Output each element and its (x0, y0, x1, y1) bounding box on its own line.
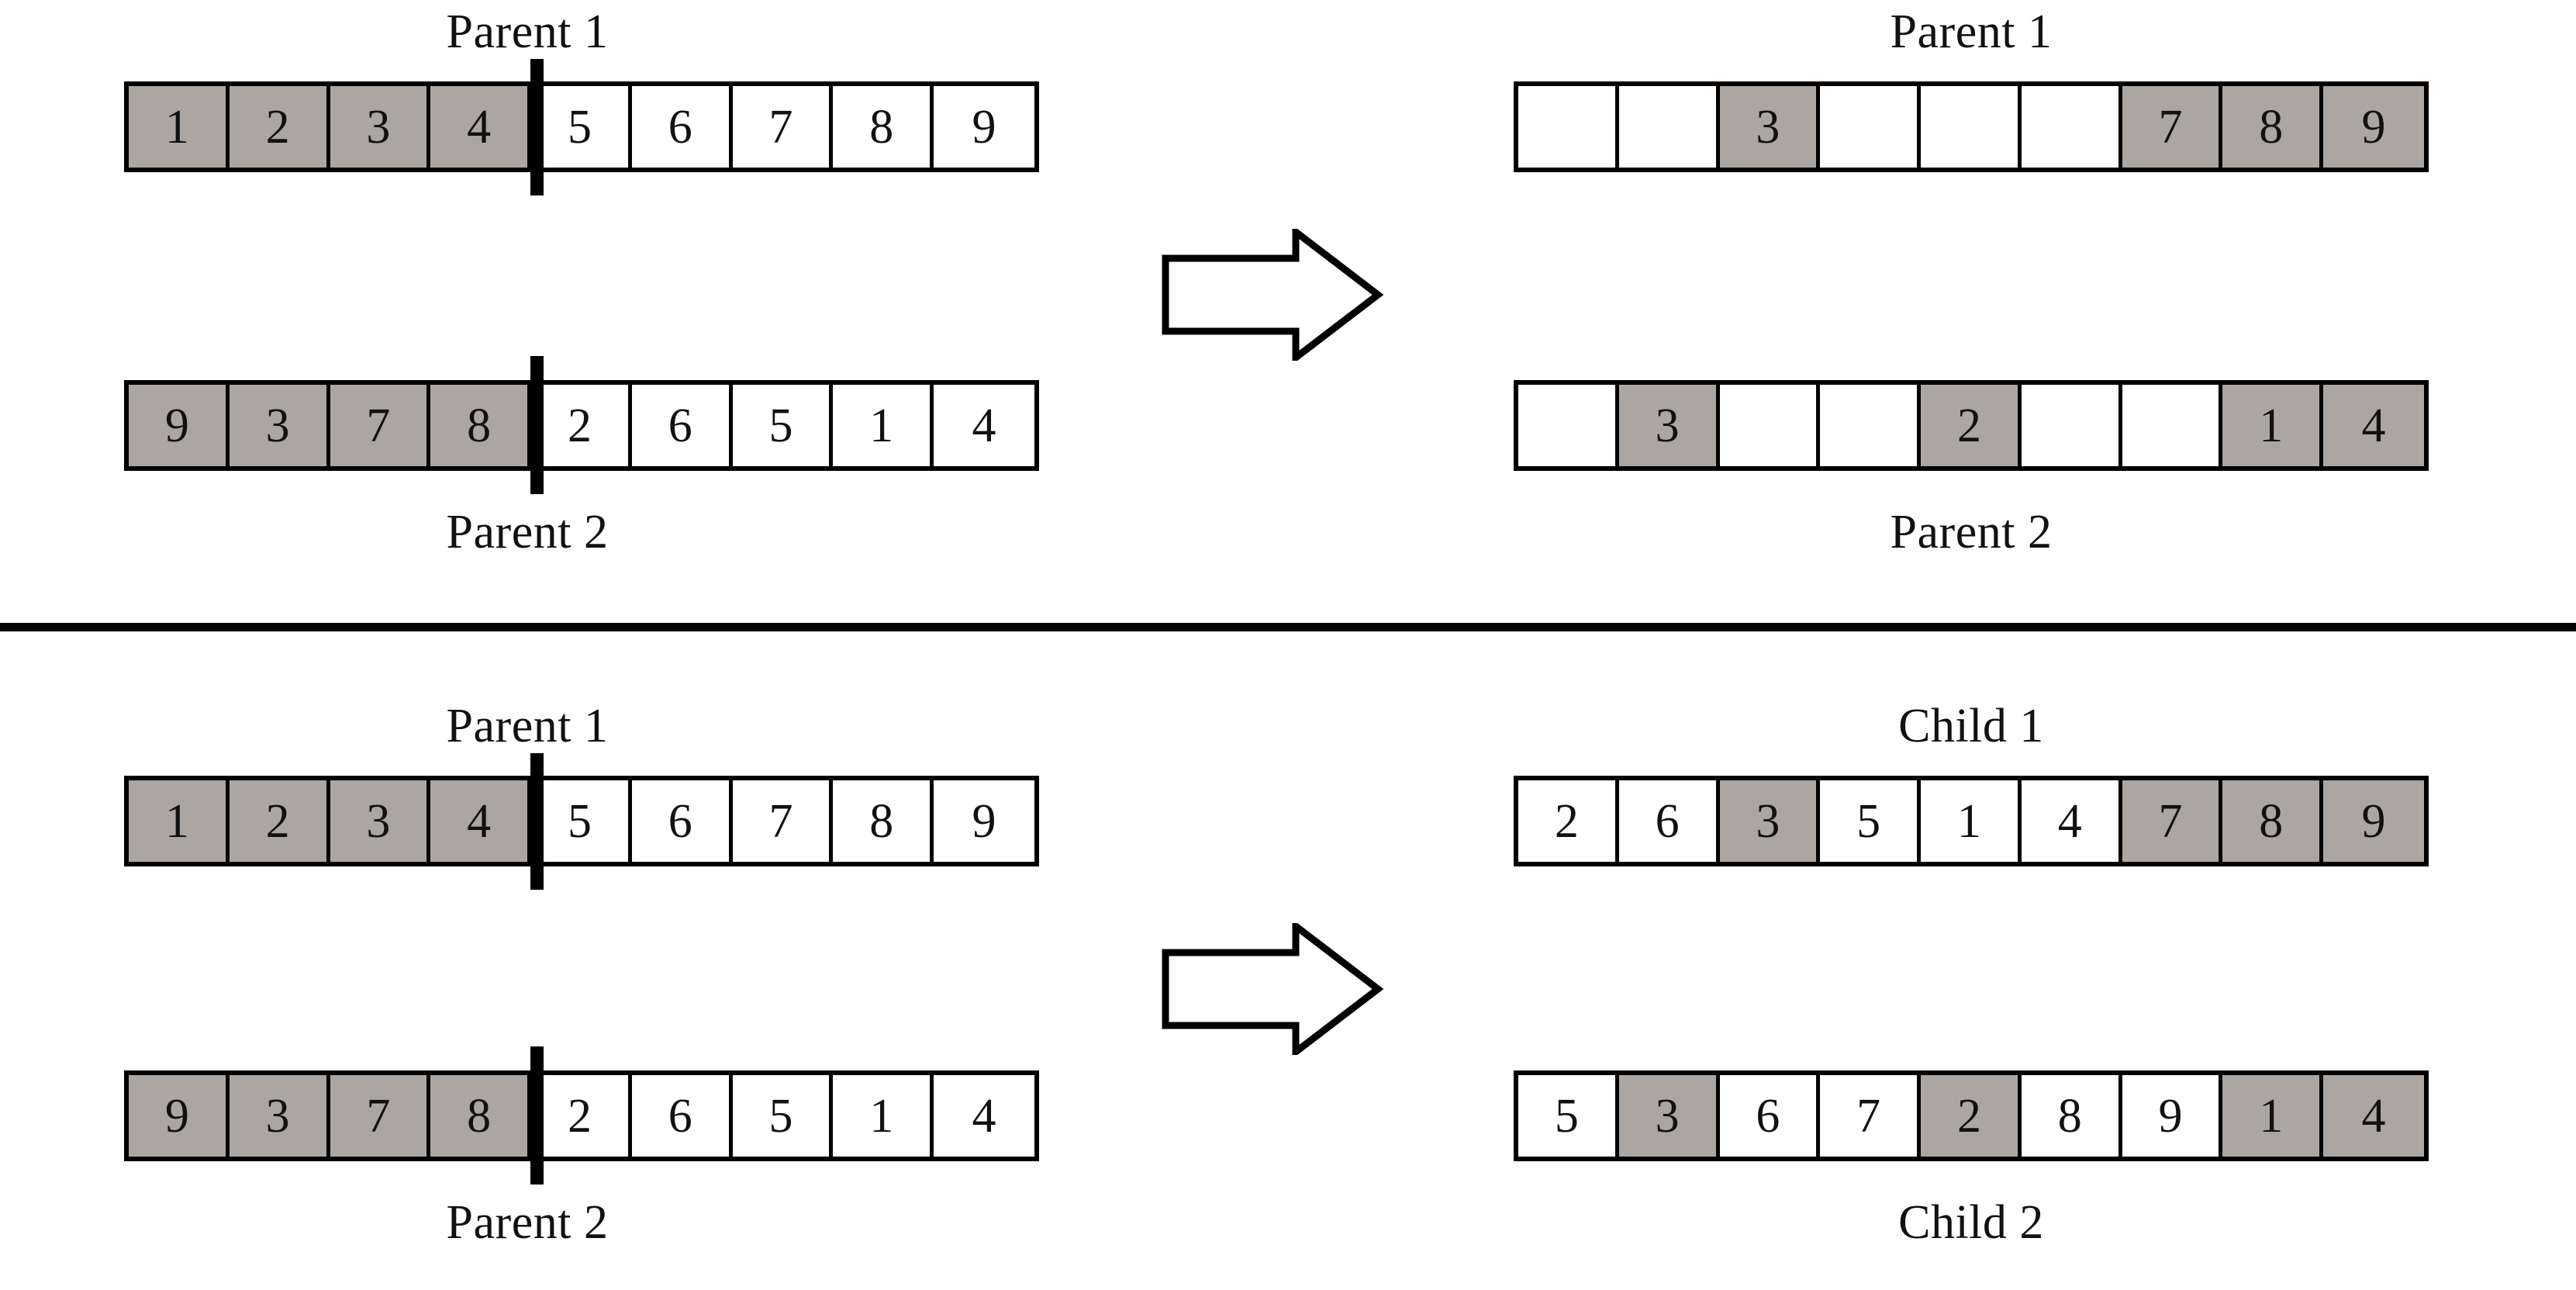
top-left-parent1-label: Parent 1 (446, 5, 609, 58)
top-right-parent2-cell-6 (2021, 385, 2122, 466)
crossover-cut-line-bottom-left-parent1 (530, 753, 544, 890)
top-left-parent2-cell-4: 8 (430, 385, 532, 466)
bottom-left-parent1-cell-9: 9 (934, 780, 1034, 862)
bottom-right-child1-cell-4: 5 (1820, 780, 1922, 862)
right-block-arrow-icon-bottom (1159, 918, 1384, 1060)
bottom-right-child1-cell-7: 7 (2122, 780, 2223, 862)
top-left-parent1-cell-6: 6 (631, 86, 733, 168)
bottom-left-parent2-cell-1: 9 (129, 1075, 230, 1157)
top-left-parent2-cell-9: 4 (934, 385, 1034, 466)
top-left-parent2-cell-6: 6 (631, 385, 733, 466)
right-block-arrow-icon-top (1159, 224, 1384, 365)
top-right-parent1-cell-7: 7 (2122, 86, 2223, 168)
bottom-right-child1-cell-9: 9 (2323, 780, 2424, 862)
bottom-left-parent1-label: Parent 1 (446, 700, 609, 752)
bottom-left-parent2-cell-6: 6 (631, 1075, 733, 1157)
bottom-right-child2-cell-9: 4 (2323, 1075, 2424, 1157)
crossover-cut-line-bottom-left-parent2 (530, 1046, 544, 1185)
top-left-parent1-cell-4: 4 (430, 86, 532, 168)
top-right-parent2-cell-2: 3 (1618, 385, 1720, 466)
bottom-right-child2-cell-4: 7 (1820, 1075, 1922, 1157)
top-left-parent1-cell-5: 5 (531, 86, 632, 168)
top-left-parent1-cell-9: 9 (934, 86, 1034, 168)
top-right-parent2-cell-8: 1 (2222, 385, 2324, 466)
top-right-parent1-cell-3: 3 (1719, 86, 1821, 168)
top-left-parent2-cell-5: 2 (531, 385, 632, 466)
top-right-parent1-cell-9: 9 (2323, 86, 2424, 168)
bottom-left-parent2-cell-7: 5 (732, 1075, 834, 1157)
bottom-left-parent2-cell-3: 7 (330, 1075, 431, 1157)
bottom-left-parent2-cell-2: 3 (229, 1075, 330, 1157)
crossover-cut-line-top-left-parent2 (530, 356, 544, 494)
section-divider (0, 623, 2576, 631)
top-right-parent2-cell-7 (2122, 385, 2223, 466)
bottom-right-child1-cell-5: 1 (1921, 780, 2022, 862)
bottom-left-parent1-cell-3: 3 (330, 780, 431, 862)
bottom-left-parent2-label: Parent 2 (446, 1196, 609, 1249)
bottom-right-child2-cell-8: 1 (2222, 1075, 2324, 1157)
bottom-right-child1-cell-6: 4 (2021, 780, 2122, 862)
top-left-parent2-cell-2: 3 (229, 385, 330, 466)
bottom-right-child2-cell-5: 2 (1921, 1075, 2022, 1157)
bottom-left-parent1-cell-4: 4 (430, 780, 532, 862)
top-right-parent2-cell-1 (1518, 385, 1619, 466)
bottom-right-child2-cell-2: 3 (1618, 1075, 1720, 1157)
bottom-left-parent2-cell-9: 4 (934, 1075, 1034, 1157)
top-right-parent1-label: Parent 1 (1890, 5, 2053, 58)
top-left-parent1-cell-2: 2 (229, 86, 330, 168)
crossover-cut-line-top-left-parent1 (530, 59, 544, 195)
top-right-parent2-label: Parent 2 (1890, 506, 2053, 559)
top-left-parent1-cell-1: 1 (129, 86, 230, 168)
top-right-parent2-cell-3 (1719, 385, 1821, 466)
bottom-left-parent1-cell-1: 1 (129, 780, 230, 862)
bottom-right-child2-cell-6: 8 (2021, 1075, 2122, 1157)
bottom-left-parent1-cell-5: 5 (531, 780, 632, 862)
top-left-parent2-cell-7: 5 (732, 385, 834, 466)
top-right-parent2-cell-9: 4 (2323, 385, 2424, 466)
bottom-right-child1-cell-2: 6 (1618, 780, 1720, 862)
top-left-parent2-cell-3: 7 (330, 385, 431, 466)
top-right-parent1-cell-8: 8 (2222, 86, 2324, 168)
bottom-left-parent1-cell-2: 2 (229, 780, 330, 862)
bottom-left-parent2-cell-8: 1 (833, 1075, 934, 1157)
bottom-left-parent2-cell-4: 8 (430, 1075, 532, 1157)
top-left-parent2-cell-8: 1 (833, 385, 934, 466)
bottom-left-parent2-cell-5: 2 (531, 1075, 632, 1157)
top-right-parent1-cell-6 (2021, 86, 2122, 168)
bottom-right-child1-cell-1: 2 (1518, 780, 1619, 862)
top-right-parent2-cell-5: 2 (1921, 385, 2022, 466)
top-right-parent2-cell-4 (1820, 385, 1922, 466)
top-left-parent1-cell-7: 7 (732, 86, 834, 168)
top-left-parent2-label: Parent 2 (446, 506, 609, 559)
bottom-left-parent1-cell-8: 8 (833, 780, 934, 862)
bottom-left-parent1-cell-7: 7 (732, 780, 834, 862)
top-right-parent1-cell-5 (1921, 86, 2022, 168)
top-right-parent1-cell-2 (1618, 86, 1720, 168)
top-left-parent2-cell-1: 9 (129, 385, 230, 466)
top-left-parent1-cell-3: 3 (330, 86, 431, 168)
bottom-right-child2-label: Child 2 (1898, 1196, 2044, 1249)
bottom-right-child1-label: Child 1 (1898, 700, 2044, 752)
bottom-right-child1-cell-3: 3 (1719, 780, 1821, 862)
bottom-right-child2-cell-7: 9 (2122, 1075, 2223, 1157)
bottom-left-parent1-cell-6: 6 (631, 780, 733, 862)
top-right-parent1-cell-1 (1518, 86, 1619, 168)
bottom-right-child1-cell-8: 8 (2222, 780, 2324, 862)
top-right-parent1-cell-4 (1820, 86, 1922, 168)
bottom-right-child2-cell-1: 5 (1518, 1075, 1619, 1157)
bottom-right-child2-cell-3: 6 (1719, 1075, 1821, 1157)
top-left-parent1-cell-8: 8 (833, 86, 934, 168)
